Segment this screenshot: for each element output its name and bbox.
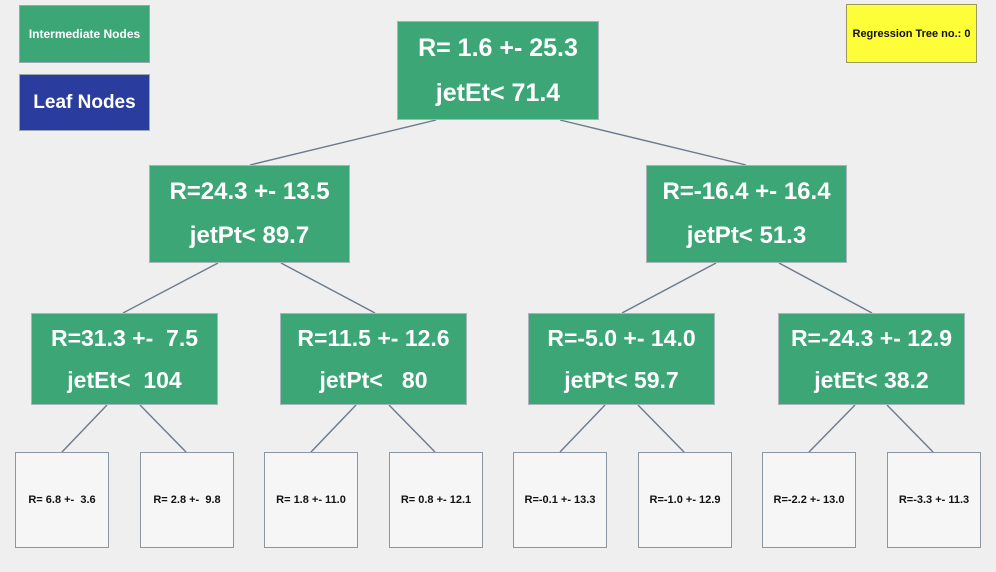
node-root-response: R= 1.6 +- 25.3 [418, 33, 578, 62]
edge-root-left [249, 119, 437, 166]
node-right-left-response: R=-5.0 +- 14.0 [547, 324, 696, 351]
node-left-left-response: R=31.3 +- 7.5 [50, 324, 199, 351]
edge-rl-leaf5 [559, 404, 606, 453]
edge-ll-leaf2 [139, 404, 187, 453]
leaf-node: R= 0.8 +- 12.1 [389, 452, 483, 548]
node-left-left: R=31.3 +- 7.5 jetEt< 104 [31, 313, 218, 405]
edge-right-right-right [778, 262, 873, 314]
leaf-response: R=-1.0 +- 12.9 [649, 494, 721, 506]
node-left-left-cut: jetEt< 104 [67, 366, 182, 393]
leaf-node: R=-2.2 +- 13.0 [762, 452, 856, 548]
leaf-node: R= 2.8 +- 9.8 [140, 452, 234, 548]
legend-intermediate-nodes: Intermediate Nodes [19, 5, 150, 63]
edge-rr-leaf7 [808, 404, 856, 453]
edge-rr-leaf8 [886, 404, 934, 453]
tree-number-text: Regression Tree no.: 0 [852, 27, 971, 40]
leaf-node: R=-3.3 +- 11.3 [887, 452, 981, 548]
leaf-response: R= 0.8 +- 12.1 [400, 494, 472, 506]
edge-left-left-left [122, 262, 219, 314]
leaf-response: R= 6.8 +- 3.6 [28, 494, 96, 506]
node-left: R=24.3 +- 13.5 jetPt< 89.7 [149, 165, 350, 263]
edge-lr-leaf4 [388, 404, 436, 453]
edge-root-right [559, 119, 747, 166]
node-left-right: R=11.5 +- 12.6 jetPt< 80 [280, 313, 467, 405]
leaf-response: R=-0.1 +- 13.3 [524, 494, 596, 506]
leaf-response: R= 1.8 +- 11.0 [276, 494, 346, 506]
edge-rl-leaf6 [637, 404, 685, 453]
node-right-cut: jetPt< 51.3 [686, 222, 807, 249]
node-right-right: R=-24.3 +- 12.9 jetEt< 38.2 [778, 313, 965, 405]
node-right-left-cut: jetPt< 59.7 [564, 366, 679, 393]
tree-number-label: Regression Tree no.: 0 [846, 4, 977, 63]
leaf-node: R=-0.1 +- 13.3 [513, 452, 607, 548]
leaf-node: R= 1.8 +- 11.0 [264, 452, 358, 548]
node-right-left: R=-5.0 +- 14.0 jetPt< 59.7 [528, 313, 715, 405]
leaf-response: R=-2.2 +- 13.0 [773, 494, 845, 506]
leaf-node: R=-1.0 +- 12.9 [638, 452, 732, 548]
legend-leaf-nodes: Leaf Nodes [19, 74, 150, 131]
leaf-response: R=-3.3 +- 11.3 [898, 494, 970, 506]
leaf-response: R= 2.8 +- 9.8 [153, 494, 221, 506]
node-left-right-response: R=11.5 +- 12.6 [297, 324, 450, 351]
edge-left-left-right [280, 262, 376, 314]
node-root: R= 1.6 +- 25.3 jetEt< 71.4 [397, 21, 599, 120]
node-root-cut: jetEt< 71.4 [435, 78, 561, 107]
legend-leaf-label: Leaf Nodes [33, 91, 136, 113]
edge-right-right-left [621, 262, 717, 314]
node-left-right-cut: jetPt< 80 [319, 366, 428, 393]
node-left-response: R=24.3 +- 13.5 [169, 178, 330, 205]
node-left-cut: jetPt< 89.7 [189, 222, 310, 249]
legend-intermediate-label: Intermediate Nodes [28, 27, 141, 41]
edge-ll-leaf1 [61, 404, 108, 453]
node-right-right-cut: jetEt< 38.2 [814, 366, 929, 393]
edge-lr-leaf3 [310, 404, 357, 453]
node-right: R=-16.4 +- 16.4 jetPt< 51.3 [646, 165, 847, 263]
leaf-node: R= 6.8 +- 3.6 [15, 452, 109, 548]
node-right-right-response: R=-24.3 +- 12.9 [790, 324, 953, 351]
node-right-response: R=-16.4 +- 16.4 [662, 178, 831, 205]
